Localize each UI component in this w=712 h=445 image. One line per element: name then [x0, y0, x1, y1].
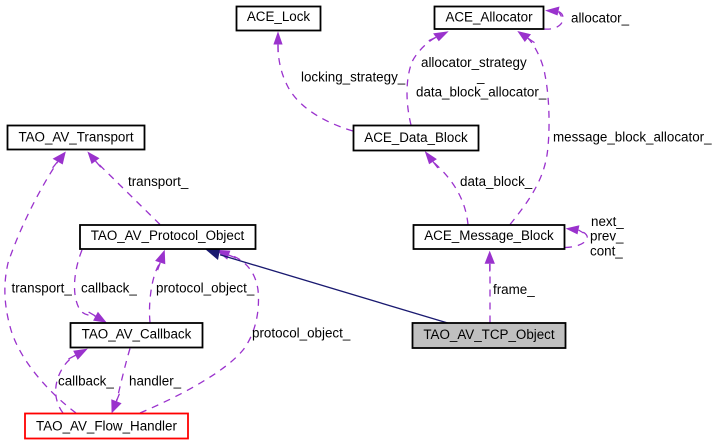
- svg-text:locking_strategy_: locking_strategy_: [301, 70, 406, 85]
- svg-text:allocator_strategy: allocator_strategy: [421, 55, 527, 70]
- svg-text:ACE_Message_Block: ACE_Message_Block: [424, 228, 554, 243]
- svg-text:ACE_Lock: ACE_Lock: [247, 9, 311, 24]
- svg-text:handler_: handler_: [129, 374, 182, 389]
- svg-text:ACE_Allocator: ACE_Allocator: [445, 9, 533, 24]
- svg-text:transport_: transport_: [12, 281, 73, 296]
- svg-text:callback_: callback_: [81, 281, 137, 296]
- svg-text:TAO_AV_Callback: TAO_AV_Callback: [82, 327, 192, 342]
- svg-text:TAO_AV_Transport: TAO_AV_Transport: [18, 130, 133, 145]
- svg-text:_: _: [476, 69, 485, 84]
- svg-text:allocator_: allocator_: [571, 11, 630, 26]
- svg-text:next_: next_: [591, 214, 624, 229]
- svg-text:ACE_Data_Block: ACE_Data_Block: [364, 130, 468, 145]
- svg-text:TAO_AV_TCP_Object: TAO_AV_TCP_Object: [423, 327, 555, 342]
- svg-text:TAO_AV_Protocol_Object: TAO_AV_Protocol_Object: [91, 228, 245, 243]
- svg-text:frame_: frame_: [493, 282, 535, 297]
- svg-text:protocol_object_: protocol_object_: [156, 281, 255, 296]
- svg-text:TAO_AV_Flow_Handler: TAO_AV_Flow_Handler: [36, 419, 177, 434]
- svg-text:message_block_allocator_: message_block_allocator_: [553, 130, 712, 145]
- svg-text:data_block_allocator_: data_block_allocator_: [416, 85, 547, 100]
- svg-text:prev_: prev_: [590, 229, 624, 244]
- svg-text:cont_: cont_: [590, 244, 623, 259]
- svg-text:data_block_: data_block_: [460, 174, 533, 189]
- svg-text:transport_: transport_: [128, 174, 189, 189]
- svg-text:protocol_object_: protocol_object_: [252, 326, 351, 341]
- svg-text:callback_: callback_: [58, 374, 114, 389]
